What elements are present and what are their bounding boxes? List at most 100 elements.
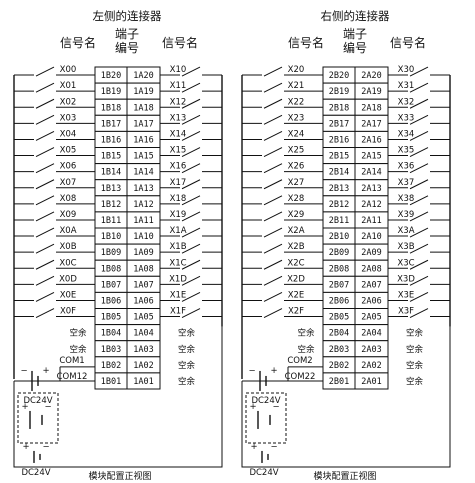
left-pin-label: 1A15 — [133, 152, 153, 162]
left-signal-left: X0C — [59, 258, 76, 268]
right-signal-right: X39 — [398, 210, 415, 220]
right-signal-left: X24 — [288, 129, 305, 139]
right-switch-left — [242, 147, 323, 157]
right-switch-left — [242, 179, 323, 190]
left-switch-left — [14, 98, 95, 109]
left-pin-label: 1B06 — [101, 296, 121, 306]
left-supply-box — [17, 392, 59, 444]
right-pin-label: 2B01 — [329, 377, 349, 387]
left-switch-right — [160, 147, 222, 157]
right-supply-box — [245, 392, 287, 444]
left-switch-left — [14, 308, 95, 318]
right-signal-left: X27 — [288, 178, 305, 188]
right-signal-left: X22 — [288, 97, 305, 107]
left-battery-wire — [38, 372, 61, 382]
left-switch-right — [160, 98, 222, 109]
right-signal-right: X3C — [397, 258, 414, 268]
left-pin-label: 1A16 — [133, 135, 153, 145]
right-pin-label: 2A01 — [361, 377, 381, 387]
left-signal-left: X0E — [60, 290, 77, 300]
left-signal-right: X18 — [170, 194, 187, 204]
right-signal-right: X37 — [398, 178, 415, 188]
left-pin-label: 1B19 — [101, 87, 121, 97]
left-signal-right: X13 — [170, 113, 187, 123]
left-bottom-minus: − — [42, 442, 49, 452]
left-signal-right: X17 — [170, 178, 187, 188]
right-pin-label: 2A13 — [361, 184, 381, 194]
left-pin-label: 1B01 — [101, 377, 121, 387]
left-header-terminal-line1: 端子 — [115, 27, 139, 41]
right-pin-label: 2B04 — [329, 329, 349, 339]
right-signal-left: X2E — [288, 290, 305, 300]
left-switch-right — [160, 292, 222, 302]
left-signal-left: X03 — [60, 113, 77, 123]
right-signal-right: X3D — [397, 274, 415, 284]
left-signal-left: COM12 — [57, 372, 88, 382]
right-pin-label: 2A20 — [361, 71, 381, 81]
left-header-signal-right: 信号名 — [162, 35, 198, 50]
left-switch-left — [14, 66, 95, 77]
left-pin-label: 1B07 — [101, 280, 121, 290]
right-signal-left: X29 — [288, 210, 305, 220]
left-pin-label: 1B16 — [101, 135, 121, 145]
right-caption: 模块配置正视图 — [313, 470, 376, 482]
right-signal-right: 空余 — [406, 344, 424, 355]
left-title: 左侧的连接器 — [93, 9, 162, 23]
right-bottom-plus: + — [250, 442, 257, 452]
right-pin-label: 2A08 — [361, 264, 381, 274]
right-signal-left: X2A — [287, 226, 304, 236]
left-switch-right — [160, 195, 222, 206]
left-supply-minus: − — [44, 402, 51, 412]
left-pin-label: 1A17 — [133, 119, 153, 129]
right-pin-label: 2B11 — [329, 216, 349, 226]
right-pin-label: 2B18 — [329, 103, 349, 113]
right-pin-label: 2B10 — [329, 232, 349, 242]
right-signal-left: X2D — [287, 274, 305, 284]
right-pin-label: 2A14 — [361, 168, 381, 178]
left-signal-left: X01 — [60, 81, 77, 91]
right-switch-left — [242, 259, 323, 270]
left-signal-left: X00 — [60, 65, 77, 75]
left-switch-left — [14, 275, 95, 286]
left-signal-right: X16 — [170, 162, 187, 172]
left-signal-left: X0A — [59, 226, 76, 236]
right-switch-right — [388, 195, 450, 206]
left-pin-label: 1A02 — [133, 361, 153, 371]
right-switch-right — [388, 147, 450, 157]
right-switch-left — [242, 308, 323, 318]
left-switch-left — [14, 131, 95, 141]
right-signal-right: X3B — [397, 242, 414, 252]
right-signal-right: X36 — [398, 162, 415, 172]
left-cell-a — [126, 372, 161, 390]
left-pin-label: 1B20 — [101, 71, 121, 81]
left-signal-left: X0B — [59, 242, 76, 252]
right-signal-right: X38 — [398, 194, 415, 204]
left-signal-right: 空余 — [178, 328, 196, 339]
left-signal-right: X1F — [170, 307, 186, 317]
right-pin-label: 2B17 — [329, 119, 349, 129]
left-signal-left: X04 — [60, 129, 77, 139]
left-header-terminal-line2: 编号 — [115, 40, 139, 55]
right-switch-right — [388, 211, 450, 222]
right-pin-label: 2B16 — [329, 135, 349, 145]
right-pin-label: 2A04 — [361, 329, 381, 339]
left-switch-right — [160, 131, 222, 141]
right-switch-left — [242, 195, 323, 206]
right-pin-label: 2A02 — [361, 361, 381, 371]
right-signal-left: 空余 — [297, 328, 315, 339]
right-header-terminal-line2: 编号 — [343, 40, 367, 55]
left-pin-label: 1B10 — [101, 232, 121, 242]
left-pin-label: 1A19 — [133, 87, 153, 97]
left-pin-label: 1B15 — [101, 152, 121, 162]
left-switch-right — [160, 114, 222, 125]
right-pin-label: 2B08 — [329, 264, 349, 274]
left-signal-left: X02 — [60, 97, 77, 107]
right-switch-right — [388, 243, 450, 254]
right-signal-right: 空余 — [406, 360, 424, 371]
left-switch-left — [14, 243, 95, 254]
right-header-signal-left: 信号名 — [288, 35, 324, 50]
right-switch-left — [242, 243, 323, 254]
right-signal-right: X35 — [398, 146, 415, 156]
left-pin-label: 1A20 — [133, 71, 153, 81]
right-pin-label: 2A06 — [361, 296, 381, 306]
